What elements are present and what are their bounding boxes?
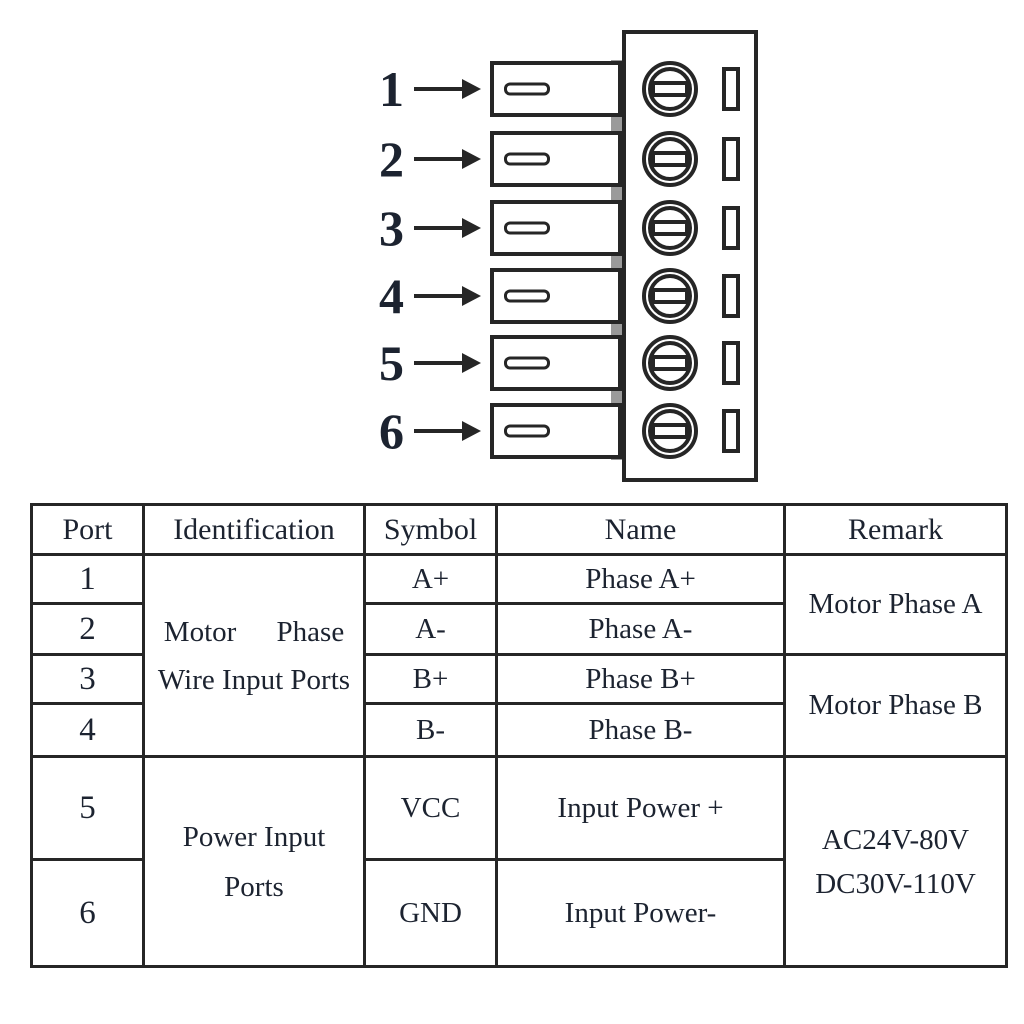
connector-diagram: 1 2 3 4	[0, 0, 1024, 503]
terminal-housing	[490, 335, 622, 391]
arrow-head-icon	[462, 353, 481, 373]
side-slot-icon	[722, 341, 740, 385]
pin-label: 5	[379, 335, 404, 391]
terminal-housing	[490, 61, 622, 117]
table-row: 1 Motor Phase Wire Input Ports A+ Phase …	[30, 553, 1008, 758]
side-slot-icon	[722, 67, 740, 111]
arrow-icon	[414, 361, 464, 365]
side-slot-icon	[722, 137, 740, 181]
cell-symbol-3: B+	[363, 653, 498, 705]
cell-port-6: 6	[30, 858, 145, 968]
terminal-housing	[490, 200, 622, 256]
wire-slot-icon	[504, 221, 550, 235]
screw-terminal-icon	[642, 61, 698, 117]
wire-slot-icon	[504, 289, 550, 303]
identification-line-2: Ports	[224, 870, 284, 903]
terminal-housing	[490, 131, 622, 187]
screw-terminal-icon	[642, 335, 698, 391]
side-slot-icon	[722, 274, 740, 318]
cell-name-5: Input Power +	[495, 755, 786, 861]
cell-identification-motor: Motor Phase Wire Input Ports	[142, 553, 366, 758]
arrow-head-icon	[462, 421, 481, 441]
cell-symbol-4: B-	[363, 702, 498, 758]
pin-label: 3	[379, 200, 404, 256]
wire-slot-icon	[504, 82, 550, 96]
cell-identification-power: Power Input Ports	[142, 755, 366, 968]
cell-port-1: 1	[30, 553, 145, 605]
arrow-icon	[414, 157, 464, 161]
terminal-housing	[490, 403, 622, 459]
arrow-head-icon	[462, 149, 481, 169]
arrow-icon	[414, 226, 464, 230]
port-table: Port Identification Symbol Name Remark 1…	[30, 503, 1008, 968]
pin-label: 2	[379, 131, 404, 187]
screw-terminal-icon	[642, 268, 698, 324]
side-slot-icon	[722, 409, 740, 453]
cell-name-4: Phase B-	[495, 702, 786, 758]
arrow-head-icon	[462, 79, 481, 99]
header-name: Name	[495, 503, 786, 556]
arrow-head-icon	[462, 218, 481, 238]
cell-port-2: 2	[30, 602, 145, 656]
arrow-icon	[414, 294, 464, 298]
cell-name-1: Phase A+	[495, 553, 786, 605]
screw-terminal-icon	[642, 200, 698, 256]
table-row: 4 B- Phase B-	[30, 702, 1007, 758]
cell-port-4: 4	[30, 702, 145, 758]
identification-line-2: Wire Input Ports	[157, 663, 351, 696]
header-port: Port	[30, 503, 145, 556]
remark-line-1: AC24V-80V	[821, 823, 970, 856]
side-slot-icon	[722, 206, 740, 250]
cell-symbol-1: A+	[363, 553, 498, 605]
table-row: 6 GND Input Power-	[30, 858, 1007, 968]
cell-symbol-2: A-	[363, 602, 498, 656]
connector-shadow	[611, 60, 622, 460]
cell-port-5: 5	[30, 755, 145, 861]
arrow-icon	[414, 429, 464, 433]
identification-line-1: Power Input	[182, 820, 326, 853]
cell-remark-power: AC24V-80V DC30V-110V	[783, 755, 1008, 968]
identification-line-1: Motor Phase	[163, 615, 345, 648]
table-header-row: Port Identification Symbol Name Remark	[30, 503, 1008, 556]
cell-remark-phase-a: Motor Phase A	[783, 553, 1008, 656]
header-remark: Remark	[783, 503, 1008, 556]
wire-slot-icon	[504, 356, 550, 370]
cell-name-3: Phase B+	[495, 653, 786, 705]
wire-slot-icon	[504, 152, 550, 166]
arrow-head-icon	[462, 286, 481, 306]
cell-symbol-5: VCC	[363, 755, 498, 861]
header-identification: Identification	[142, 503, 366, 556]
table-row: 5 Power Input Ports VCC Input Power + AC…	[30, 755, 1008, 968]
cell-port-3: 3	[30, 653, 145, 705]
cell-name-6: Input Power-	[495, 858, 786, 968]
pin-label: 6	[379, 403, 404, 459]
header-symbol: Symbol	[363, 503, 498, 556]
cell-symbol-6: GND	[363, 858, 498, 968]
pin-label: 4	[379, 268, 404, 324]
table-row: 2 A- Phase A-	[30, 602, 1007, 656]
wire-slot-icon	[504, 424, 550, 438]
cell-name-2: Phase A-	[495, 602, 786, 656]
screw-terminal-icon	[642, 131, 698, 187]
arrow-icon	[414, 87, 464, 91]
terminal-housing	[490, 268, 622, 324]
pin-label: 1	[379, 61, 404, 117]
table-row: 3 B+ Phase B+ Motor Phase B	[30, 653, 1008, 758]
remark-line-2: DC30V-110V	[815, 867, 976, 900]
screw-terminal-icon	[642, 403, 698, 459]
cell-remark-phase-b: Motor Phase B	[783, 653, 1008, 758]
